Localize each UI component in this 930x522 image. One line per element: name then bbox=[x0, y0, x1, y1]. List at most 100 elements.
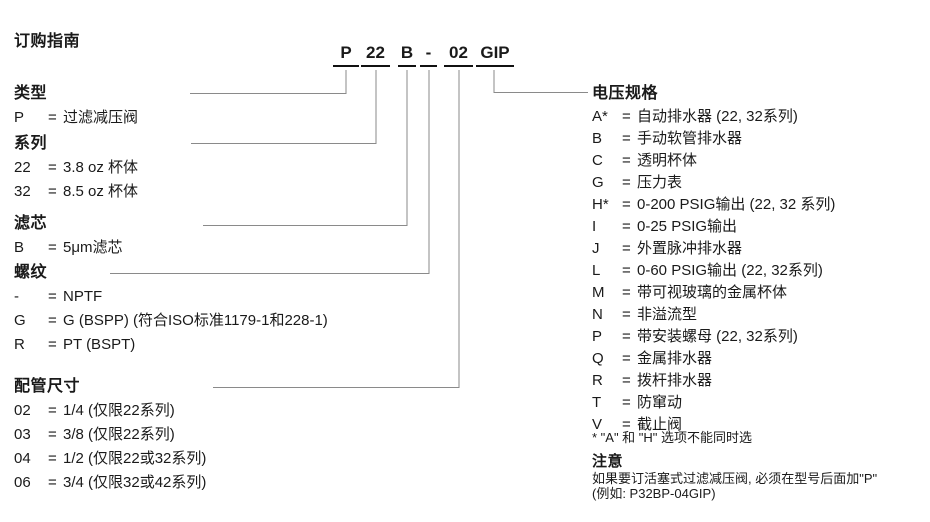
option-code: P bbox=[14, 109, 25, 126]
list-item: I = 0-25 PSIG输出 bbox=[592, 216, 835, 238]
section-voltage-spec-heading: 电压规格 bbox=[592, 85, 659, 102]
option-desc: G (BSPP) (符合ISO标准1179-1和228-1) bbox=[63, 312, 328, 329]
option-code: G bbox=[592, 174, 604, 191]
option-code: J bbox=[592, 240, 600, 257]
equals-sign: = bbox=[48, 402, 57, 419]
option-desc: 非溢流型 bbox=[637, 306, 698, 323]
option-code: B bbox=[592, 130, 603, 147]
option-code: A* bbox=[592, 108, 608, 125]
equals-sign: = bbox=[622, 174, 631, 191]
option-desc: 3/4 (仅限32或42系列) bbox=[63, 474, 207, 491]
equals-sign: = bbox=[622, 130, 631, 147]
option-code: N bbox=[592, 306, 603, 323]
option-code: 06 bbox=[14, 474, 31, 491]
page-title: 订购指南 bbox=[14, 33, 81, 50]
equals-sign: = bbox=[622, 372, 631, 389]
section-type-heading: 类型 bbox=[14, 85, 48, 102]
section-series: 系列 22 = 3.8 oz 杯体 32 = 8.5 oz 杯体 bbox=[14, 134, 138, 204]
list-item: T = 防窜动 bbox=[592, 392, 835, 414]
equals-sign: = bbox=[622, 218, 631, 235]
option-desc: 3/8 (仅限22系列) bbox=[63, 426, 175, 443]
option-desc: 手动软管排水器 bbox=[637, 130, 743, 147]
part-number-segment-element: B bbox=[398, 43, 416, 67]
option-code: I bbox=[592, 218, 597, 235]
list-item: G = G (BSPP) (符合ISO标准1179-1和228-1) bbox=[14, 309, 328, 333]
list-item: R = PT (BSPT) bbox=[14, 333, 328, 357]
option-code: B bbox=[14, 239, 25, 256]
option-code: C bbox=[592, 152, 603, 169]
list-item: B = 5μm滤芯 bbox=[14, 236, 122, 260]
list-item: B = 手动软管排水器 bbox=[592, 128, 835, 150]
equals-sign: = bbox=[622, 350, 631, 367]
option-desc: 过滤减压阀 bbox=[63, 109, 139, 126]
option-desc: 压力表 bbox=[637, 174, 683, 191]
option-desc: 防窜动 bbox=[637, 394, 683, 411]
part-number-segment-thread: - bbox=[420, 43, 437, 67]
list-item: 06 = 3/4 (仅限32或42系列) bbox=[14, 471, 206, 495]
section-element: 滤芯 B = 5μm滤芯 bbox=[14, 214, 122, 260]
option-desc: 3.8 oz 杯体 bbox=[63, 159, 139, 176]
option-desc: 带可视玻璃的金属杯体 bbox=[637, 284, 788, 301]
equals-sign: = bbox=[48, 159, 57, 176]
option-desc: 0-60 PSIG输出 (22, 32系列) bbox=[637, 262, 823, 279]
equals-sign: = bbox=[622, 284, 631, 301]
equals-sign: = bbox=[48, 450, 57, 467]
section-series-heading: 系列 bbox=[14, 135, 48, 152]
list-item: 02 = 1/4 (仅限22系列) bbox=[14, 399, 206, 423]
option-desc: 1/2 (仅限22或32系列) bbox=[63, 450, 207, 467]
connector-series-line bbox=[191, 70, 377, 144]
list-item: P = 带安装螺母 (22, 32系列) bbox=[592, 326, 835, 348]
option-code: 04 bbox=[14, 450, 31, 467]
list-item: - = NPTF bbox=[14, 285, 328, 309]
equals-sign: = bbox=[622, 394, 631, 411]
options-footnote: * "A" 和 "H" 选项不能同时选 bbox=[592, 430, 753, 445]
equals-sign: = bbox=[622, 240, 631, 257]
part-number-segment-options: GIP bbox=[476, 43, 514, 67]
list-item: 32 = 8.5 oz 杯体 bbox=[14, 180, 138, 204]
option-desc: 5μm滤芯 bbox=[63, 239, 123, 256]
equals-sign: = bbox=[622, 152, 631, 169]
section-pipesize: 配管尺寸 02 = 1/4 (仅限22系列) 03 = 3/8 (仅限22系列)… bbox=[14, 377, 206, 495]
equals-sign: = bbox=[48, 336, 57, 353]
section-pipesize-heading: 配管尺寸 bbox=[14, 378, 81, 395]
option-desc: 截止阀 bbox=[637, 416, 683, 433]
option-desc: 金属排水器 bbox=[637, 350, 713, 367]
option-desc: 带安装螺母 (22, 32系列) bbox=[637, 328, 798, 345]
equals-sign: = bbox=[48, 239, 57, 256]
option-code: V bbox=[592, 416, 603, 433]
list-item: V = 截止阀 bbox=[592, 414, 835, 436]
section-type: 类型 P = 过滤减压阀 bbox=[14, 84, 138, 130]
option-code: 03 bbox=[14, 426, 31, 443]
option-desc: 0-25 PSIG输出 bbox=[637, 218, 738, 235]
connector-type-line bbox=[190, 70, 347, 94]
option-code: - bbox=[14, 288, 19, 305]
option-code: Q bbox=[592, 350, 604, 367]
equals-sign: = bbox=[48, 312, 57, 329]
list-item: P = 过滤减压阀 bbox=[14, 106, 138, 130]
note-text-line2: (例如: P32BP-04GIP) bbox=[592, 486, 716, 501]
option-code: G bbox=[14, 312, 26, 329]
list-item: A* = 自动排水器 (22, 32系列) bbox=[592, 106, 835, 128]
option-code: 02 bbox=[14, 402, 31, 419]
list-item: H* = 0-200 PSIG输出 (22, 32 系列) bbox=[592, 194, 835, 216]
equals-sign: = bbox=[622, 306, 631, 323]
equals-sign: = bbox=[48, 288, 57, 305]
list-item: 03 = 3/8 (仅限22系列) bbox=[14, 423, 206, 447]
option-code: R bbox=[592, 372, 603, 389]
equals-sign: = bbox=[48, 109, 57, 126]
section-voltage-spec: 电压规格 A* = 自动排水器 (22, 32系列) B = 手动软管排水器 C… bbox=[592, 84, 835, 436]
equals-sign: = bbox=[622, 328, 631, 345]
option-desc: 8.5 oz 杯体 bbox=[63, 183, 139, 200]
option-code: T bbox=[592, 394, 602, 411]
option-desc: 自动排水器 (22, 32系列) bbox=[637, 108, 798, 125]
list-item: R = 拨杆排水器 bbox=[592, 370, 835, 392]
option-code: P bbox=[592, 328, 603, 345]
connector-thread-line bbox=[110, 70, 430, 274]
section-element-heading: 滤芯 bbox=[14, 215, 48, 232]
list-item: N = 非溢流型 bbox=[592, 304, 835, 326]
note-text-line1: 如果要订活塞式过滤减压阀, 必须在型号后面加"P" bbox=[592, 471, 878, 486]
part-number-segment-type: P bbox=[333, 43, 359, 67]
section-thread: 螺纹 - = NPTF G = G (BSPP) (符合ISO标准1179-1和… bbox=[14, 263, 328, 357]
option-code: M bbox=[592, 284, 605, 301]
